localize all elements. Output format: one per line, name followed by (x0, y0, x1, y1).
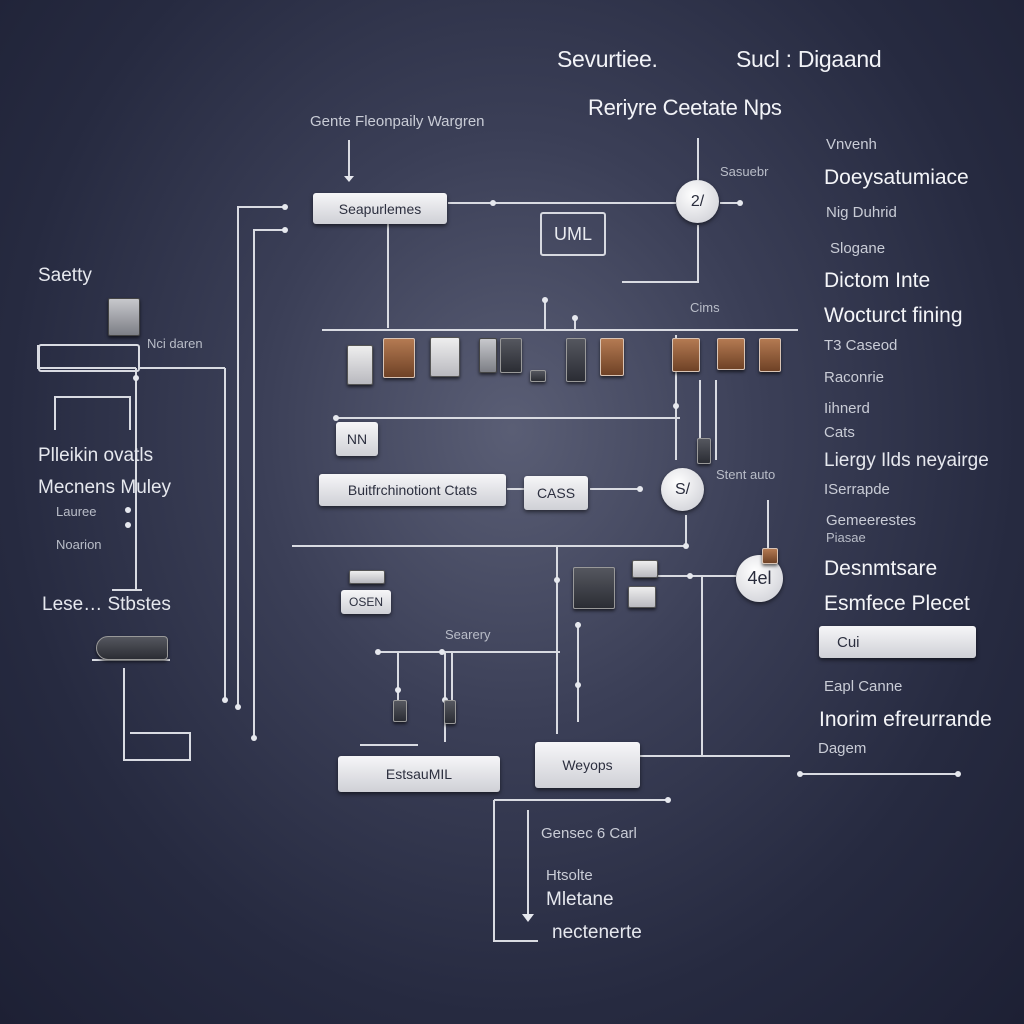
device-small-7 (393, 700, 407, 722)
label-cims: Cims (690, 300, 720, 315)
right-label-slogane: Slogane (830, 240, 886, 257)
label-gensec-carl: Gensec 6 Carl (541, 825, 637, 842)
device-server-4 (479, 338, 497, 373)
left-label-mecnens-muley: Mecnens Muley (38, 477, 172, 498)
right-label-piasae: Piasae (826, 530, 866, 545)
device-server-7 (600, 338, 624, 376)
bottom-label-mletane: Mletane (546, 889, 614, 910)
right-label-wocturct-fining: Wocturct fining (824, 304, 963, 327)
right-label-raconrie: Raconrie (824, 369, 885, 386)
device-small-4 (628, 586, 656, 608)
right-label-hinerd: Iihnerd (824, 400, 870, 417)
left-label-pleikin-ovatls: Plleikin ovatls (38, 445, 154, 466)
right-input-field[interactable]: Cui (819, 626, 976, 658)
right-label-esmfece-plecet: Esmfece Plecet (824, 592, 970, 615)
device-small-6 (349, 570, 385, 584)
right-label-dagem: Dagem (818, 740, 867, 757)
device-server-1 (347, 345, 373, 385)
device-monitor (108, 298, 140, 336)
right-label-vnvenh: Vnvenh (826, 136, 877, 153)
diagram-title-right: Sucl : Digaand (736, 46, 882, 72)
label-stent-auto: Stent auto (716, 467, 776, 482)
label-sasuebr: Sasuebr (720, 164, 769, 179)
right-label-liergy: Liergy Ilds neyairge (824, 450, 989, 471)
device-small-1 (530, 370, 546, 382)
left-label-saetty: Saetty (38, 265, 92, 286)
bottom-label-htsolte: Htsolte (546, 867, 593, 884)
diagram-subtitle: Reriyre Ceetate Nps (588, 95, 782, 120)
label-searery: Searery (445, 627, 491, 642)
right-label-cats: Cats (824, 424, 855, 441)
right-label-gemeerestes: Gemeerestes (826, 512, 917, 529)
node-cass[interactable]: CASS (524, 476, 588, 510)
device-small-8 (444, 700, 456, 724)
right-label-t3-caseod: T3 Caseod (824, 337, 898, 354)
node-seapurlemes[interactable]: Seapurlemes (313, 193, 447, 224)
device-small-3 (632, 560, 658, 578)
device-server-6 (566, 338, 586, 382)
left-label-nci-daren: Nci daren (147, 336, 203, 351)
node-nn[interactable]: NN (336, 422, 378, 456)
device-small-5 (762, 548, 778, 564)
node-uml[interactable]: UML (540, 212, 606, 256)
left-label-noarion: Noarion (56, 537, 102, 552)
right-label-nig-duhrid: Nig Duhrid (826, 204, 897, 221)
device-small-2 (697, 438, 711, 464)
node-osen[interactable]: OSEN (341, 590, 391, 614)
device-server-10 (759, 338, 781, 372)
left-label-lese-stbstes: Lese… Stbstes (42, 594, 171, 615)
right-label-lserrapde: ISerrapde (824, 481, 890, 498)
right-label-doeysatumiace: Doeysatumiace (824, 166, 969, 189)
device-server-3 (430, 337, 460, 377)
diagram-title-left: Sevurtiee. (557, 46, 658, 72)
device-server-5 (500, 338, 522, 373)
device-server-2 (383, 338, 415, 378)
right-label-desnmsare: Desnmtsare (824, 557, 938, 580)
device-server-9 (717, 338, 745, 370)
device-printer (573, 567, 615, 609)
node-weyops[interactable]: Weyops (535, 742, 640, 788)
right-label-inorim: Inorim efreurrande (819, 708, 992, 731)
left-frame-widget (38, 344, 140, 372)
top-caption: Gente Fleonpaily Wargren (310, 113, 485, 130)
node-buildings-clats[interactable]: Buitfrchinotiont Ctats (319, 474, 506, 506)
right-label-eapl-canne: Eapl Canne (824, 678, 903, 695)
node-circle-mid[interactable]: S/ (661, 468, 704, 511)
left-label-lauree: Lauree (56, 504, 97, 519)
node-estsaumil[interactable]: EstsauMIL (338, 756, 500, 792)
device-server-8 (672, 338, 700, 372)
device-plane (96, 636, 168, 660)
right-label-dictom-inte: Dictom Inte (824, 269, 931, 292)
bottom-label-nectenerte: nectenerte (552, 922, 642, 943)
node-circle-top[interactable]: 2/ (676, 180, 719, 223)
